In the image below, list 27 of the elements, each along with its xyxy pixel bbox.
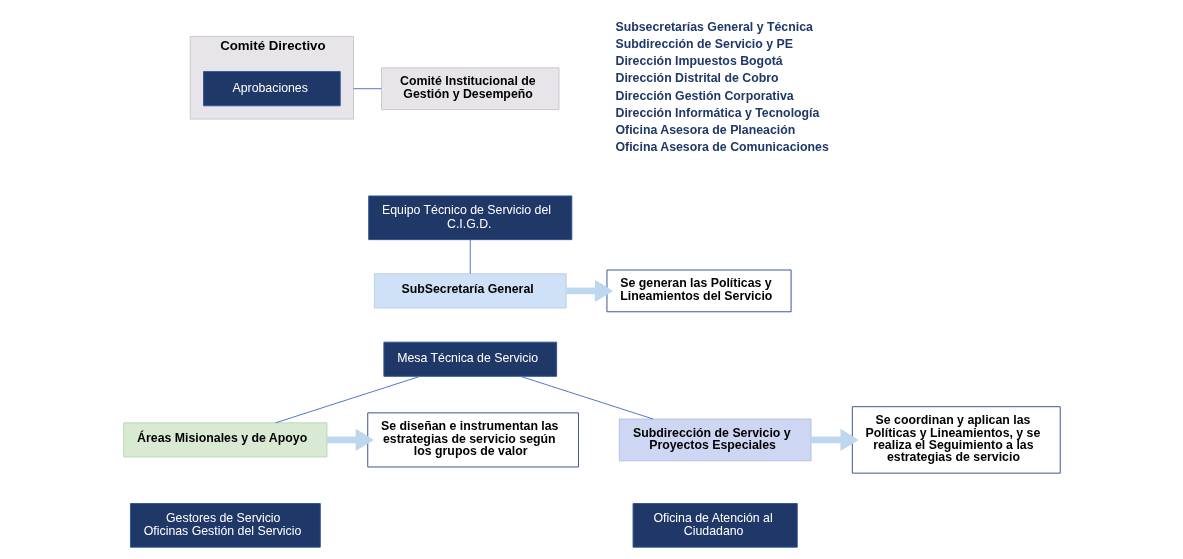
- label: Dirección Impuestos Bogotá: [614, 54, 783, 69]
- connector: [519, 375, 653, 420]
- label: Dirección Gestión Corporativa: [614, 88, 794, 103]
- connector: [352, 88, 382, 90]
- arrow: [326, 428, 374, 452]
- node-box: Se coordinan y aplican las Políticas y Lineamientos, y se realiza el Seguimiento a las estrategias de servicio: [851, 406, 1061, 474]
- label: Subdirección de Servicio y PE: [614, 37, 793, 52]
- node-box: Se diseñan e instrumentan las estrategias de servicio según los grupos de valor: [366, 412, 579, 468]
- node-box: Mesa Técnica de Servicio: [382, 341, 557, 377]
- arrow: [810, 428, 859, 452]
- node-box: Oficina de Atención al Ciudadano: [632, 503, 798, 548]
- node-box: Gestores de Servicio Oficinas Gestión del Servicio: [129, 503, 321, 548]
- node-box: Subdirección de Servicio y Proyectos Especiales: [618, 418, 811, 462]
- label: Oficina Asesora de Comunicaciones: [614, 139, 829, 154]
- label: Subsecretarías General y Técnica: [614, 20, 813, 35]
- node-box: SubSecretaría General: [373, 273, 567, 309]
- label: Oficina Asesora de Planeación: [614, 122, 795, 137]
- connector: [274, 375, 420, 424]
- label: Dirección Distrital de Cobro: [614, 71, 779, 86]
- node-box: Aprobaciones: [202, 71, 341, 107]
- node-box: Se generan las Políticas y Lineamientos del Servicio: [605, 269, 792, 313]
- connector: [469, 239, 471, 275]
- label: Dirección Informática y Tecnología: [614, 105, 819, 120]
- node-box: Áreas Misionales y de Apoyo: [122, 422, 327, 458]
- node-box: Equipo Técnico de Servicio del C.I.G.D.: [367, 195, 572, 241]
- arrow: [565, 279, 613, 303]
- node-box: Comité Institucional de Gestión y Desempeño: [380, 67, 559, 111]
